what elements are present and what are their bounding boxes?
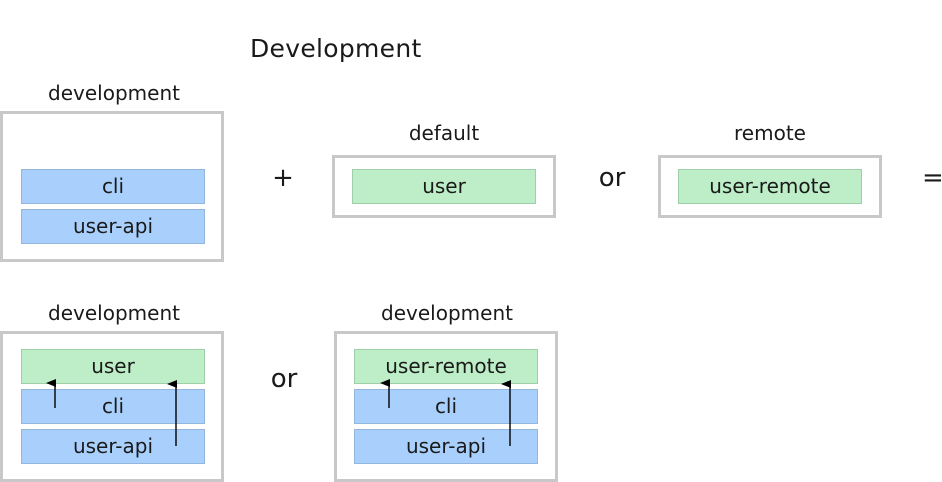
layer-user: user — [352, 169, 536, 204]
result-remote-layer-user-api: user-api — [354, 429, 538, 464]
development-group-label: development — [48, 81, 180, 105]
result-remote-layer-user-remote: user-remote — [354, 349, 538, 384]
equals-operator: = — [922, 163, 942, 193]
diagram-title: Development — [250, 34, 422, 63]
or-operator-top: or — [598, 163, 626, 193]
result-remote-layer-cli: cli — [354, 389, 538, 424]
plus-operator: + — [272, 163, 294, 193]
layer-user-api: user-api — [21, 209, 205, 244]
result-default-layer-user: user — [21, 349, 205, 384]
or-operator-bottom: or — [270, 364, 298, 394]
remote-group-label: remote — [734, 121, 806, 145]
layer-user-remote: user-remote — [678, 169, 862, 204]
result-remote-label: development — [381, 301, 513, 325]
layer-cli: cli — [21, 169, 205, 204]
result-default-label: development — [48, 301, 180, 325]
result-default-layer-cli: cli — [21, 389, 205, 424]
default-group-label: default — [408, 121, 480, 145]
result-default-layer-user-api: user-api — [21, 429, 205, 464]
